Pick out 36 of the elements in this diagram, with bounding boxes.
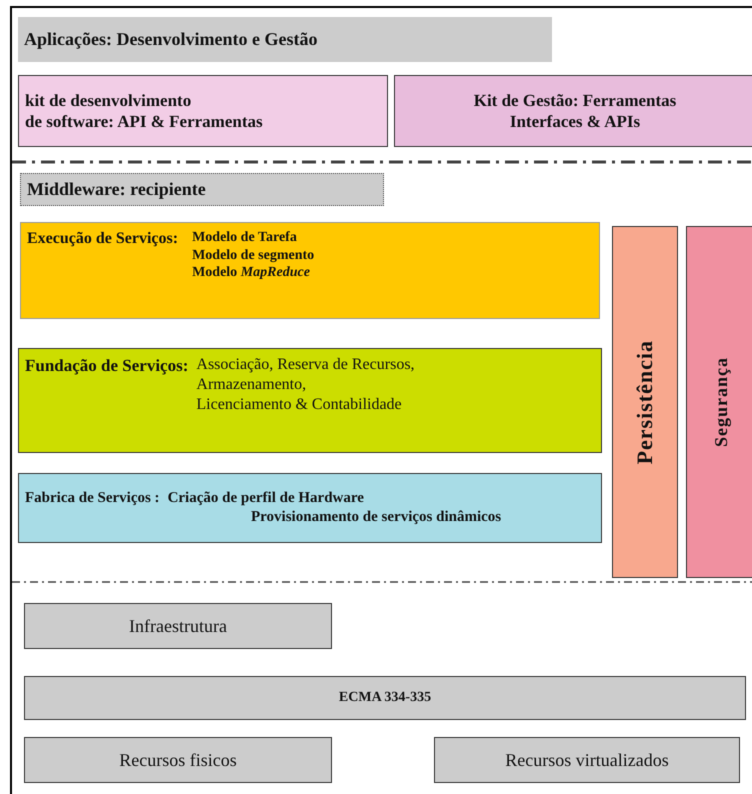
layer-item: Modelo de segmento bbox=[192, 246, 314, 264]
layer-title: kit de desenvolvimento bbox=[25, 90, 192, 111]
layer-title: Recursos virtualizados bbox=[505, 748, 669, 772]
layer-item: Modelo de Tarefa bbox=[192, 229, 298, 246]
vertical-layer-bar bbox=[612, 226, 678, 578]
layer-item: Modelo MapReduce bbox=[192, 264, 311, 282]
layer-title: Recursos fisicos bbox=[119, 748, 237, 772]
layer-item: Armazenamento, bbox=[196, 375, 308, 395]
layer-box bbox=[20, 173, 384, 206]
layer-title: Segurança bbox=[710, 357, 732, 447]
layer-box bbox=[24, 603, 332, 649]
layer-title: Aplicações: Desenvolvimento e Gestão bbox=[24, 28, 318, 51]
layer-title: Fabrica de Serviços : bbox=[25, 489, 160, 508]
layer-box bbox=[20, 222, 600, 319]
layer-title: Middleware: recipiente bbox=[27, 178, 206, 201]
layer-box bbox=[18, 348, 602, 453]
layer-box bbox=[18, 473, 602, 543]
layer-title: ECMA 334-335 bbox=[338, 689, 432, 707]
vertical-layer-bar bbox=[686, 226, 752, 578]
layer-title: Fundação de Serviços: bbox=[25, 355, 188, 376]
layer-item: Associação, Reserva de Recursos, bbox=[196, 355, 415, 375]
layer-item: Criação de perfil de Hardware bbox=[168, 489, 364, 508]
layer-box bbox=[18, 75, 388, 147]
layer-box bbox=[434, 737, 740, 783]
layer-item: Licenciamento & Contabilidade bbox=[196, 395, 403, 415]
layer-box bbox=[24, 737, 332, 783]
layer-title: de software: API & Ferramentas bbox=[25, 111, 263, 132]
layer-box bbox=[24, 676, 746, 720]
layer-title: Interfaces & APIs bbox=[510, 111, 640, 132]
layer-box bbox=[394, 75, 752, 147]
layer-title: Kit de Gestão: Ferramentas bbox=[474, 90, 676, 111]
layer-title: Infraestrutura bbox=[129, 614, 227, 638]
layer-title: Execução de Serviços: bbox=[27, 229, 178, 249]
layer-title: Persistência bbox=[632, 340, 658, 464]
layer-item: Provisionamento de serviços dinâmicos bbox=[251, 508, 502, 527]
layer-box bbox=[18, 17, 552, 62]
